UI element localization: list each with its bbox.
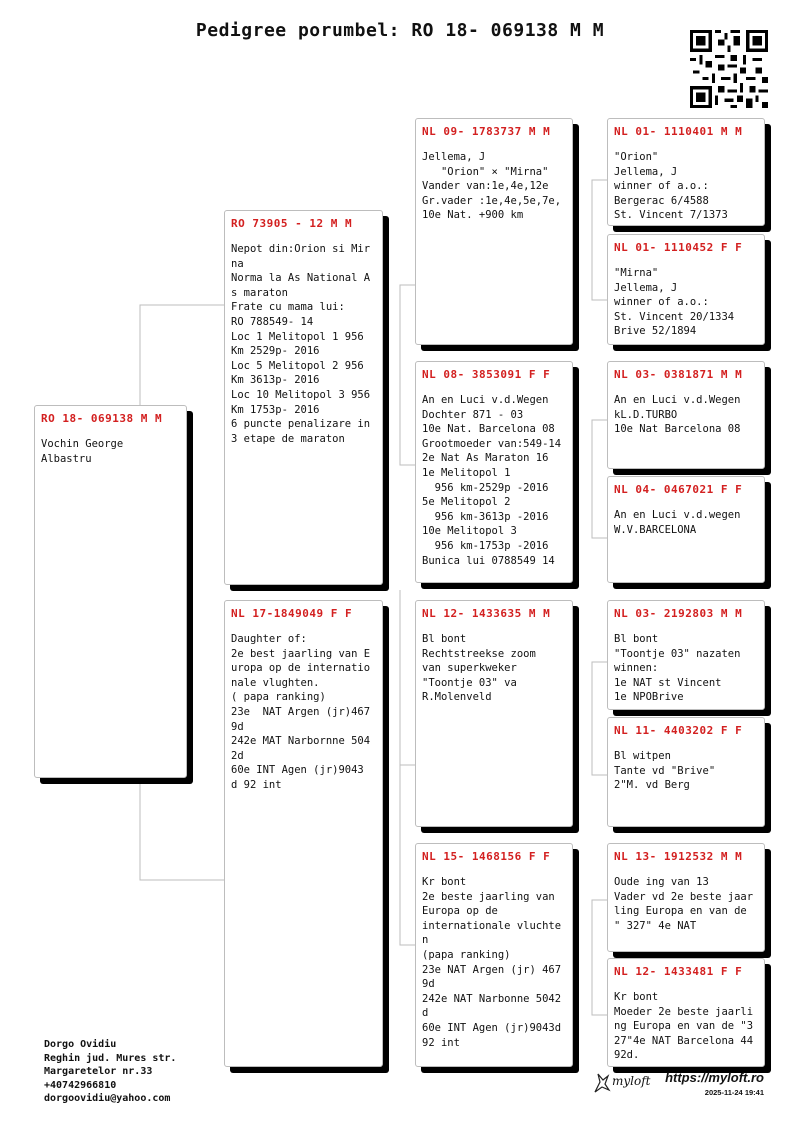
bird-info: "Orion" Jellema, J winner of a.o.: Berge…	[614, 151, 728, 222]
pedigree-card-sd-dam: NL 04- 0467021 F F An en Luci v.d.wegen …	[607, 476, 765, 583]
bird-info: Bl bont "Toontje 03" nazaten winnen: 1e …	[614, 633, 741, 704]
footer-brand: myloft https://myloft.ro 2025-11-24 19:4…	[590, 1068, 770, 1102]
owner-address: Reghin jud. Mures str.	[44, 1052, 177, 1064]
ring-number: RO 18- 069138 M M	[41, 412, 163, 425]
pedigree-card-subject: RO 18- 069138 M M Vochin George Albastru	[34, 405, 187, 778]
pedigree-card-dd-sire: NL 13- 1912532 M M Oude ing van 13 Vader…	[607, 843, 765, 952]
bird-info: "Mirna" Jellema, J winner of a.o.: St. V…	[614, 267, 735, 338]
ring-number: NL 09- 1783737 M M	[422, 125, 551, 138]
ring-number: NL 08- 3853091 F F	[422, 368, 551, 381]
pedigree-card-ds-dam: NL 11- 4403202 F F Bl witpen Tante vd "B…	[607, 717, 765, 827]
ring-number: NL 01- 1110401 M M	[614, 125, 743, 138]
bird-info: Jellema, J "Orion" × "Mirna" Vander van:…	[422, 151, 562, 222]
ring-number: NL 04- 0467021 F F	[614, 483, 743, 496]
bird-info: An en Luci v.d.Wegen kL.D.TURBO 10e Nat …	[614, 394, 741, 436]
pedigree-card-dam: NL 17-1849049 F F Daughter of: 2e best j…	[224, 600, 383, 1067]
ring-number: NL 03- 2192803 M M	[614, 607, 743, 620]
bird-logo-icon	[594, 1073, 611, 1093]
pedigree-card-ds-sire: NL 03- 2192803 M M Bl bont "Toontje 03" …	[607, 600, 765, 710]
pedigree-card-ss-sire: NL 01- 1110401 M M "Orion" Jellema, J wi…	[607, 118, 765, 226]
bird-info: Kr bont 2e beste jaarling van Europa op …	[422, 876, 562, 1049]
owner-name: Dorgo Ovidiu	[44, 1039, 117, 1050]
bird-info: Kr bont Moeder 2e beste jaarling Europa …	[614, 991, 754, 1062]
owner-address: Margaretelor nr.33	[44, 1066, 153, 1077]
owner-email[interactable]: dorgoovidiu@yahoo.com	[44, 1093, 171, 1104]
ring-number: RO 73905 - 12 M M	[231, 217, 353, 230]
ring-number: NL 15- 1468156 F F	[422, 850, 551, 863]
pedigree-card-sire-sire: NL 09- 1783737 M M Jellema, J "Orion" × …	[415, 118, 573, 345]
ring-number: NL 12- 1433635 M M	[422, 607, 551, 620]
website-link[interactable]: https://myloft.ro	[665, 1070, 764, 1085]
brand-logo-text: myloft	[612, 1074, 651, 1088]
pedigree-card-dd-dam: NL 12- 1433481 F F Kr bont Moeder 2e bes…	[607, 958, 765, 1067]
owner-phone: +40742966810	[44, 1079, 117, 1091]
bird-info: Bl bont Rechtstreekse zoom van superkwek…	[422, 633, 536, 704]
print-timestamp: 2025-11-24 19:41	[704, 1088, 764, 1097]
pedigree-card-sire-dam: NL 08- 3853091 F F An en Luci v.d.Wegen …	[415, 361, 573, 583]
owner-contact: Dorgo Ovidiu Reghin jud. Mures str. Marg…	[44, 1038, 176, 1106]
ring-number: NL 11- 4403202 F F	[614, 724, 743, 737]
bird-info: Oude ing van 13 Vader vd 2e beste jaarli…	[614, 876, 754, 932]
bird-info: Daughter of: 2e best jaarling van Europa…	[231, 633, 371, 791]
pedigree-card-dam-sire: NL 12- 1433635 M M Bl bont Rechtstreekse…	[415, 600, 573, 827]
page-title: Pedigree porumbel: RO 18- 069138 M M	[195, 20, 605, 41]
qr-code-icon	[690, 30, 768, 108]
ring-number: NL 03- 0381871 M M	[614, 368, 743, 381]
bird-info: An en Luci v.d.Wegen Dochter 871 - 03 10…	[422, 394, 562, 567]
pedigree-card-sd-sire: NL 03- 0381871 M M An en Luci v.d.Wegen …	[607, 361, 765, 469]
ring-number: NL 12- 1433481 F F	[614, 965, 743, 978]
pedigree-card-ss-dam: NL 01- 1110452 F F "Mirna" Jellema, J wi…	[607, 234, 765, 345]
bird-info: An en Luci v.d.wegen W.V.BARCELONA	[614, 509, 741, 536]
ring-number: NL 17-1849049 F F	[231, 607, 353, 620]
bird-info: Bl witpen Tante vd "Brive" 2"M. vd Berg	[614, 750, 716, 792]
pedigree-card-sire: RO 73905 - 12 M M Nepot din:Orion si Mir…	[224, 210, 383, 585]
bird-info: Vochin George Albastru	[41, 438, 124, 465]
pedigree-card-dam-dam: NL 15- 1468156 F F Kr bont 2e beste jaar…	[415, 843, 573, 1067]
bird-info: Nepot din:Orion si Mirna Norma la As Nat…	[231, 243, 371, 445]
ring-number: NL 01- 1110452 F F	[614, 241, 743, 254]
ring-number: NL 13- 1912532 M M	[614, 850, 743, 863]
